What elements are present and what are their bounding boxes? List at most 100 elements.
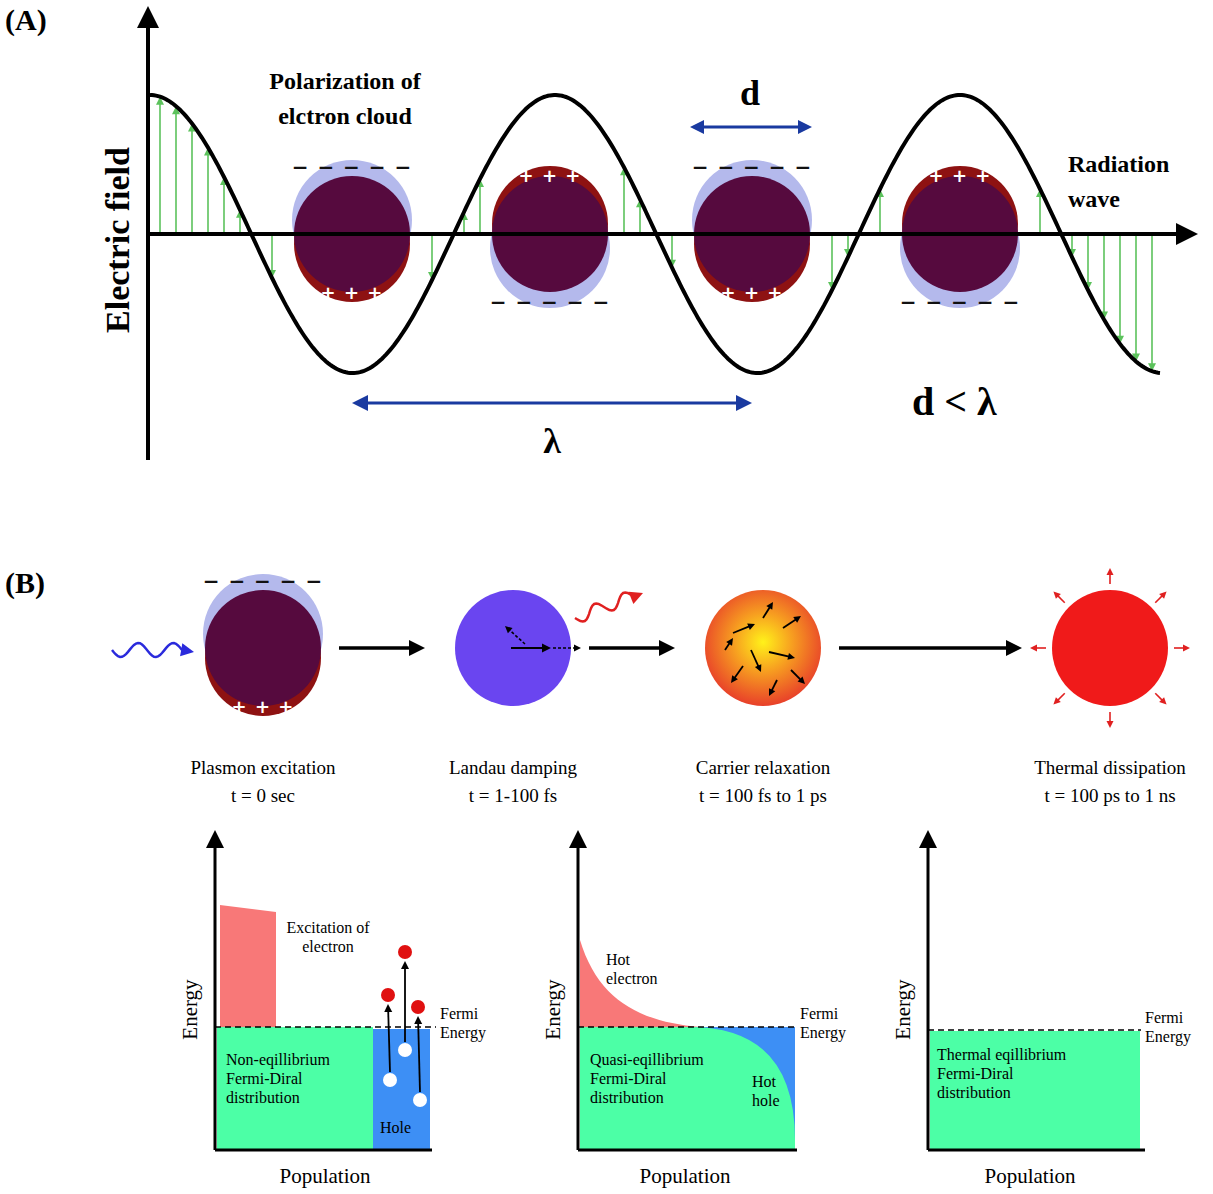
arrow-head — [1159, 591, 1166, 598]
stage-time: t = 100 ps to 1 ns — [980, 785, 1213, 808]
axis — [146, 24, 150, 460]
field-arrow — [239, 216, 241, 234]
fermi-level — [928, 1029, 1141, 1031]
field-arrow — [207, 154, 209, 234]
nanoparticle — [705, 590, 821, 706]
arrow-head — [1159, 697, 1166, 704]
fermi-sea — [217, 1027, 373, 1149]
arrow-line — [509, 629, 525, 644]
label: Population — [984, 1165, 1075, 1188]
label: Excitation of electron — [276, 918, 381, 956]
hot-hole-region — [690, 1027, 795, 1140]
arrow-head — [401, 961, 409, 969]
stage-figure — [1050, 588, 1170, 708]
field-arrow — [1135, 234, 1137, 355]
arrow-line — [553, 647, 576, 649]
arrow-head — [731, 675, 738, 683]
arrow-line — [388, 1010, 390, 1072]
stage-title: Plasmon excitation — [133, 757, 393, 780]
field-arrow — [479, 185, 481, 234]
field-arrow — [1039, 195, 1041, 234]
hole-dot — [383, 1073, 397, 1087]
field-arrow — [879, 195, 881, 234]
arrow-head — [629, 592, 643, 604]
stage-figure — [203, 588, 323, 708]
label: Hot electron — [606, 950, 676, 988]
arrow-head — [793, 616, 801, 623]
emitted-photon — [575, 593, 633, 622]
arrow-head — [414, 1016, 422, 1024]
axis — [928, 1149, 1145, 1152]
label: Fermi Energy — [800, 1004, 860, 1042]
field-arrow — [831, 234, 833, 284]
arrow-head — [505, 626, 513, 633]
stage-title: Carrier relaxation — [633, 757, 893, 780]
stage-title: Thermal dissipation — [980, 757, 1213, 780]
stage-time: t = 0 sec — [133, 785, 393, 808]
field-arrow — [159, 103, 161, 234]
label: Non-eqillibrium Fermi-Diral distribution — [226, 1050, 361, 1108]
arrow-line — [733, 626, 750, 633]
axis — [927, 844, 930, 1150]
label: Fermi Energy — [440, 1004, 500, 1042]
stage-node: Carrier relaxationt = 100 fs to 1 ps — [703, 588, 823, 708]
field-arrow — [1087, 234, 1089, 284]
connector-line — [339, 646, 414, 650]
field-arrow — [271, 234, 273, 272]
arrow-line — [791, 670, 802, 681]
arrow-head — [736, 395, 752, 411]
charge-signs: − − − − − — [490, 292, 611, 312]
stage-arrow — [589, 640, 675, 656]
field-arrow — [639, 205, 641, 234]
charge-signs: + + + + + — [297, 284, 406, 302]
stage-arrow — [839, 640, 1022, 656]
label: Hot hole — [752, 1072, 792, 1110]
arrow-head — [919, 830, 937, 848]
label: Radiation wave — [1068, 147, 1208, 217]
hole-region — [373, 1029, 430, 1149]
arrow-line — [511, 647, 545, 649]
arrow-head — [769, 688, 775, 696]
dimension-line — [364, 402, 740, 405]
arrow-head — [569, 830, 587, 848]
stage-arrow — [339, 640, 425, 656]
charge-signs: + + + + + — [208, 698, 317, 716]
arrow-line — [751, 650, 759, 668]
field-arrow — [175, 112, 177, 234]
label: Fermi Energy — [1145, 1008, 1205, 1046]
arrow-head — [1183, 645, 1190, 652]
arrow-head — [1107, 568, 1114, 575]
label: Energy — [178, 980, 201, 1040]
label: Hole — [380, 1118, 411, 1137]
arrow-head — [798, 120, 812, 134]
hot-electron-region — [580, 940, 700, 1027]
label: Electric field — [99, 147, 137, 333]
label: Energy — [891, 980, 914, 1040]
label: Polarization of elctron cloud — [240, 64, 450, 134]
arrow-head — [755, 664, 761, 672]
arrow-head — [180, 643, 194, 656]
arrow-head — [690, 120, 704, 134]
arrow-head — [798, 677, 805, 684]
connector-line — [589, 646, 664, 650]
arrow-line — [769, 652, 790, 657]
hole-dot — [398, 1043, 412, 1057]
field-arrow — [431, 234, 433, 274]
excited-region — [220, 905, 276, 1027]
stage-time: t = 100 fs to 1 ps — [633, 785, 893, 808]
arrow-head — [1053, 697, 1060, 704]
field-arrow — [191, 129, 193, 234]
arrow-line — [418, 1022, 420, 1092]
arrow-head — [352, 395, 368, 411]
stage-node: Plasmon excitationt = 0 sec — [203, 588, 323, 708]
axis — [148, 232, 1180, 236]
label: λ — [543, 420, 561, 462]
electron-dot — [398, 945, 412, 959]
field-arrow — [623, 173, 625, 234]
hole-dot — [413, 1093, 427, 1107]
arrow-head — [1176, 223, 1198, 245]
label: d < λ — [912, 378, 997, 425]
stage-node: Thermal dissipationt = 100 ps to 1 ns — [1050, 588, 1170, 708]
stage-figure — [703, 588, 823, 708]
electron-dot — [411, 1000, 425, 1014]
